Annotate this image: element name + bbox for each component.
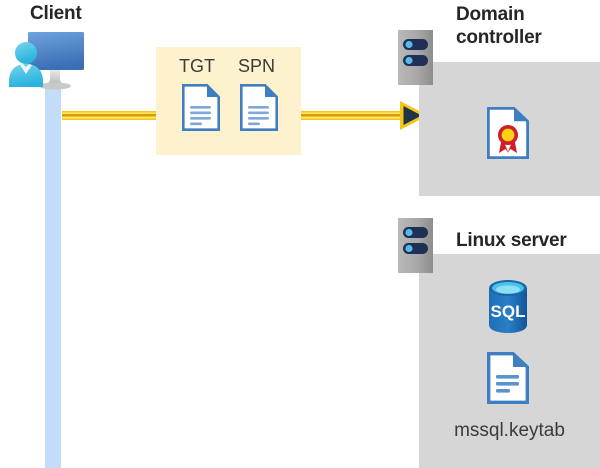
flow-line-right-segment <box>300 111 405 120</box>
keytab-document-icon <box>487 352 529 409</box>
spn-document-icon <box>240 84 278 136</box>
keytab-filename-label: mssql.keytab <box>454 420 565 441</box>
linux-server-label: Linux server <box>456 230 567 251</box>
sql-icon-text: SQL <box>491 302 526 321</box>
linux-server-icon <box>398 218 433 273</box>
domain-controller-label: Domain controller <box>456 4 542 48</box>
spn-label: SPN <box>238 56 276 76</box>
domain-controller-server-icon <box>398 30 433 85</box>
right-arrow-icon <box>400 101 428 130</box>
tgt-document-icon <box>182 84 220 136</box>
client-computer-user-icon <box>6 26 98 94</box>
token-message-box <box>156 47 301 155</box>
flow-line-left-segment <box>62 111 157 120</box>
certificate-document-icon <box>487 107 529 164</box>
client-lifeline-band <box>45 84 61 468</box>
client-label: Client <box>30 3 82 24</box>
sql-database-icon: SQL <box>485 279 531 334</box>
tgt-label: TGT <box>179 56 215 76</box>
